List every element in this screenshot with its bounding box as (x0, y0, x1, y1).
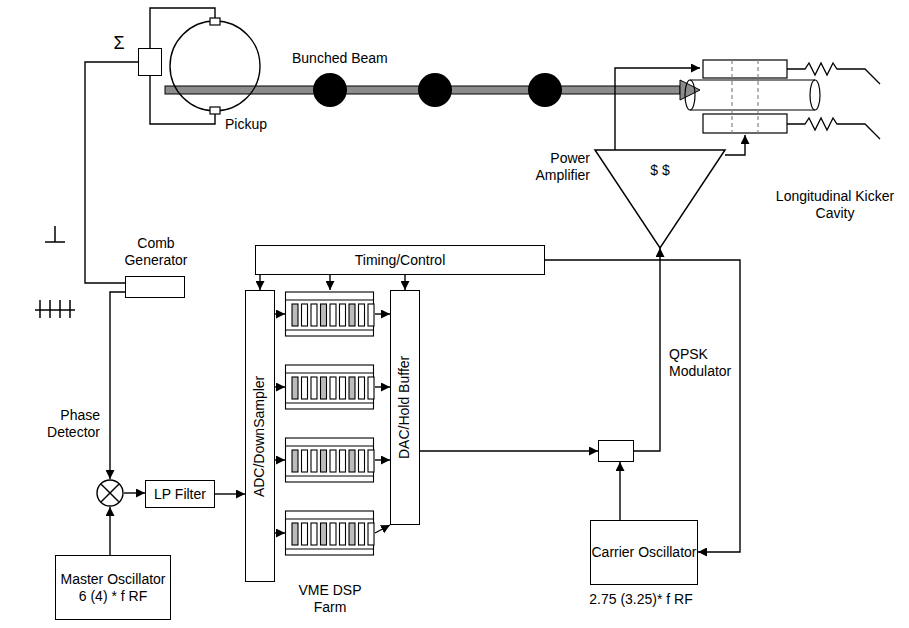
node-label: Carrier Oscillator (591, 544, 696, 561)
kicker-cavity: Longitudinal Kicker Cavity (700, 58, 790, 135)
signal-wire (275, 313, 285, 314)
modulator-box: QPSK Modulator (598, 440, 634, 462)
node-label: Timing/Control (355, 252, 446, 269)
signal-wire (259, 275, 260, 290)
signal-wire (375, 313, 390, 314)
signal-wire (615, 68, 700, 150)
bunch (313, 73, 347, 107)
signal-wire (215, 493, 245, 494)
bunch (418, 73, 452, 107)
node-label: Comb Generator (116, 235, 196, 269)
adc-box: ADC/DownSampler (245, 290, 275, 582)
pulse-symbol (45, 226, 65, 242)
phase-detector: Phase Detector (96, 479, 124, 507)
node-label: 6 (4) * f RF (79, 588, 147, 605)
pickup-electrode: Pickup (167, 18, 263, 114)
signal-wire (109, 507, 110, 555)
beam-arrowhead (680, 80, 700, 100)
node-label: DAC/Hold Buffer (397, 356, 414, 459)
node-label: 2.75 (3.25)* f RF (561, 591, 721, 608)
node-label: ADC/DownSampler (252, 375, 269, 496)
bunch (528, 73, 562, 107)
signal-wire (404, 275, 405, 290)
signal-wire (619, 462, 620, 520)
signal-wire (634, 248, 660, 451)
filter-box: LP Filter (145, 480, 215, 508)
comb-generator: Comb Generator (125, 276, 185, 298)
signal-wire (545, 260, 740, 552)
sum-hybrid: Σ (138, 48, 162, 76)
node-label: QPSK Modulator (669, 346, 749, 380)
node-label: Master Oscillator (60, 571, 165, 588)
node-label: $ $ (630, 162, 690, 179)
timing-box: Timing/Control (255, 245, 545, 275)
comb-symbol (35, 300, 75, 318)
mixer-outline (96, 479, 124, 507)
oscillator-box: Carrier Oscillator2.75 (3.25)* f RF (590, 520, 698, 585)
termination-resistor (787, 63, 880, 139)
oscillator-box: Master Oscillator6 (4) * f RF (55, 555, 171, 620)
node-label: Power Amplifier (510, 150, 590, 184)
pickup-outline (167, 18, 263, 114)
beam-label: Bunched Beam (292, 50, 388, 67)
node-label: Σ (109, 33, 129, 55)
signal-wire (275, 386, 285, 387)
node-label: LP Filter (154, 486, 206, 503)
node-label: VME DSP Farm (285, 582, 375, 616)
signal-wire (150, 76, 215, 124)
signal-wire (375, 525, 390, 533)
signal-wire (110, 292, 125, 479)
signal-wire (275, 459, 285, 460)
kicker-cavity (685, 60, 820, 133)
power-amplifier: Power Amplifier$ $ (595, 150, 725, 248)
signal-wire (275, 532, 285, 533)
dac-box: DAC/Hold Buffer (390, 290, 420, 525)
signal-wire (375, 386, 390, 387)
node-label: Pickup (225, 116, 285, 133)
signal-wire (124, 492, 145, 493)
dsp-outline (285, 290, 375, 625)
signal-wire (85, 62, 138, 283)
signal-wire (329, 275, 330, 290)
signal-wire (150, 8, 215, 48)
dsp-farm: VME DSP Farm (285, 290, 375, 625)
node-label: Longitudinal Kicker Cavity (775, 188, 895, 222)
signal-wire (725, 135, 745, 155)
signal-wire (375, 459, 390, 460)
signal-wire (420, 450, 598, 451)
node-label: Phase Detector (30, 407, 100, 441)
